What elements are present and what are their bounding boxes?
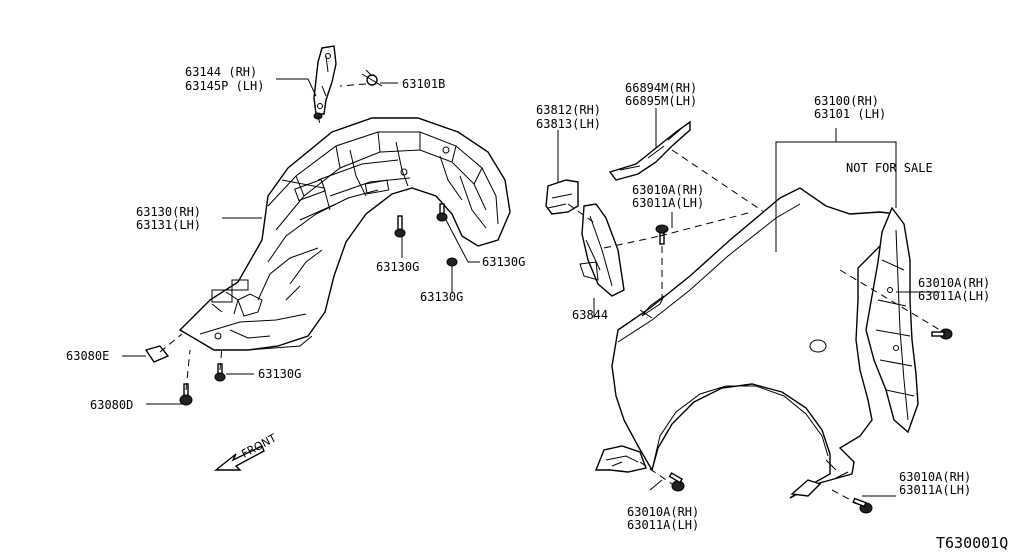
label-bolt-corner-rh: 63010A(RH): [899, 470, 971, 484]
label-fender-rh: 63100(RH): [814, 94, 879, 108]
label-screw-63130g-a: 63130G: [376, 260, 419, 274]
label-bolt-right-lh: 63011A(LH): [918, 289, 990, 303]
label-bolt-corner-lh: 63011A(LH): [899, 483, 971, 497]
label-bolt-bottom-rh: 63010A(RH): [627, 505, 699, 519]
label-seal-rh: 66894M(RH): [625, 81, 697, 95]
label-fender-lh: 63101 (LH): [814, 107, 886, 121]
label-insulator-63844: 63844: [572, 308, 608, 322]
label-bolt-top-lh: 63011A(LH): [632, 196, 704, 210]
cover-drawing: [545, 179, 579, 215]
label-screw-63130g-d: 63130G: [258, 367, 301, 381]
fender-drawing: [594, 187, 897, 499]
label-bolt-top-rh: 63010A(RH): [632, 183, 704, 197]
clip-63101b-drawing: [361, 69, 383, 87]
side-panel-drawing: [865, 206, 919, 434]
front-arrow: [214, 445, 265, 471]
label-cover-rh: 63812(RH): [536, 103, 601, 117]
label-bolt-bottom-lh: 63011A(LH): [627, 518, 699, 532]
label-bracket-rh: 63144 (RH): [185, 65, 257, 79]
right-leader-lines: [557, 108, 941, 505]
seal-drawing: [608, 120, 691, 181]
insulator-drawing: [579, 203, 625, 297]
label-housing-lh: 63131(LH): [136, 218, 201, 232]
label-clip-63080e: 63080E: [66, 349, 109, 363]
fender-protector-drawing: [178, 117, 511, 351]
label-not-for-sale: NOT FOR SALE: [846, 161, 933, 175]
label-bolt-right-rh: 63010A(RH): [918, 276, 990, 290]
label-clip-63101b: 63101B: [402, 77, 445, 91]
label-front: FRONT: [239, 431, 279, 460]
diagram-code: T630001Q: [936, 534, 1008, 552]
left-leader-lines: [122, 78, 480, 405]
label-housing-rh: 63130(RH): [136, 205, 201, 219]
label-seal-lh: 66895M(LH): [625, 94, 697, 108]
label-screw-63080d: 63080D: [90, 398, 133, 412]
label-bracket-lh: 63145P (LH): [185, 79, 264, 93]
fender-bolt-drawings: [655, 224, 953, 514]
label-screw-63130g-b: 63130G: [482, 255, 525, 269]
bracket-drawing: [313, 45, 337, 115]
label-cover-lh: 63813(LH): [536, 117, 601, 131]
label-screw-63130g-c: 63130G: [420, 290, 463, 304]
